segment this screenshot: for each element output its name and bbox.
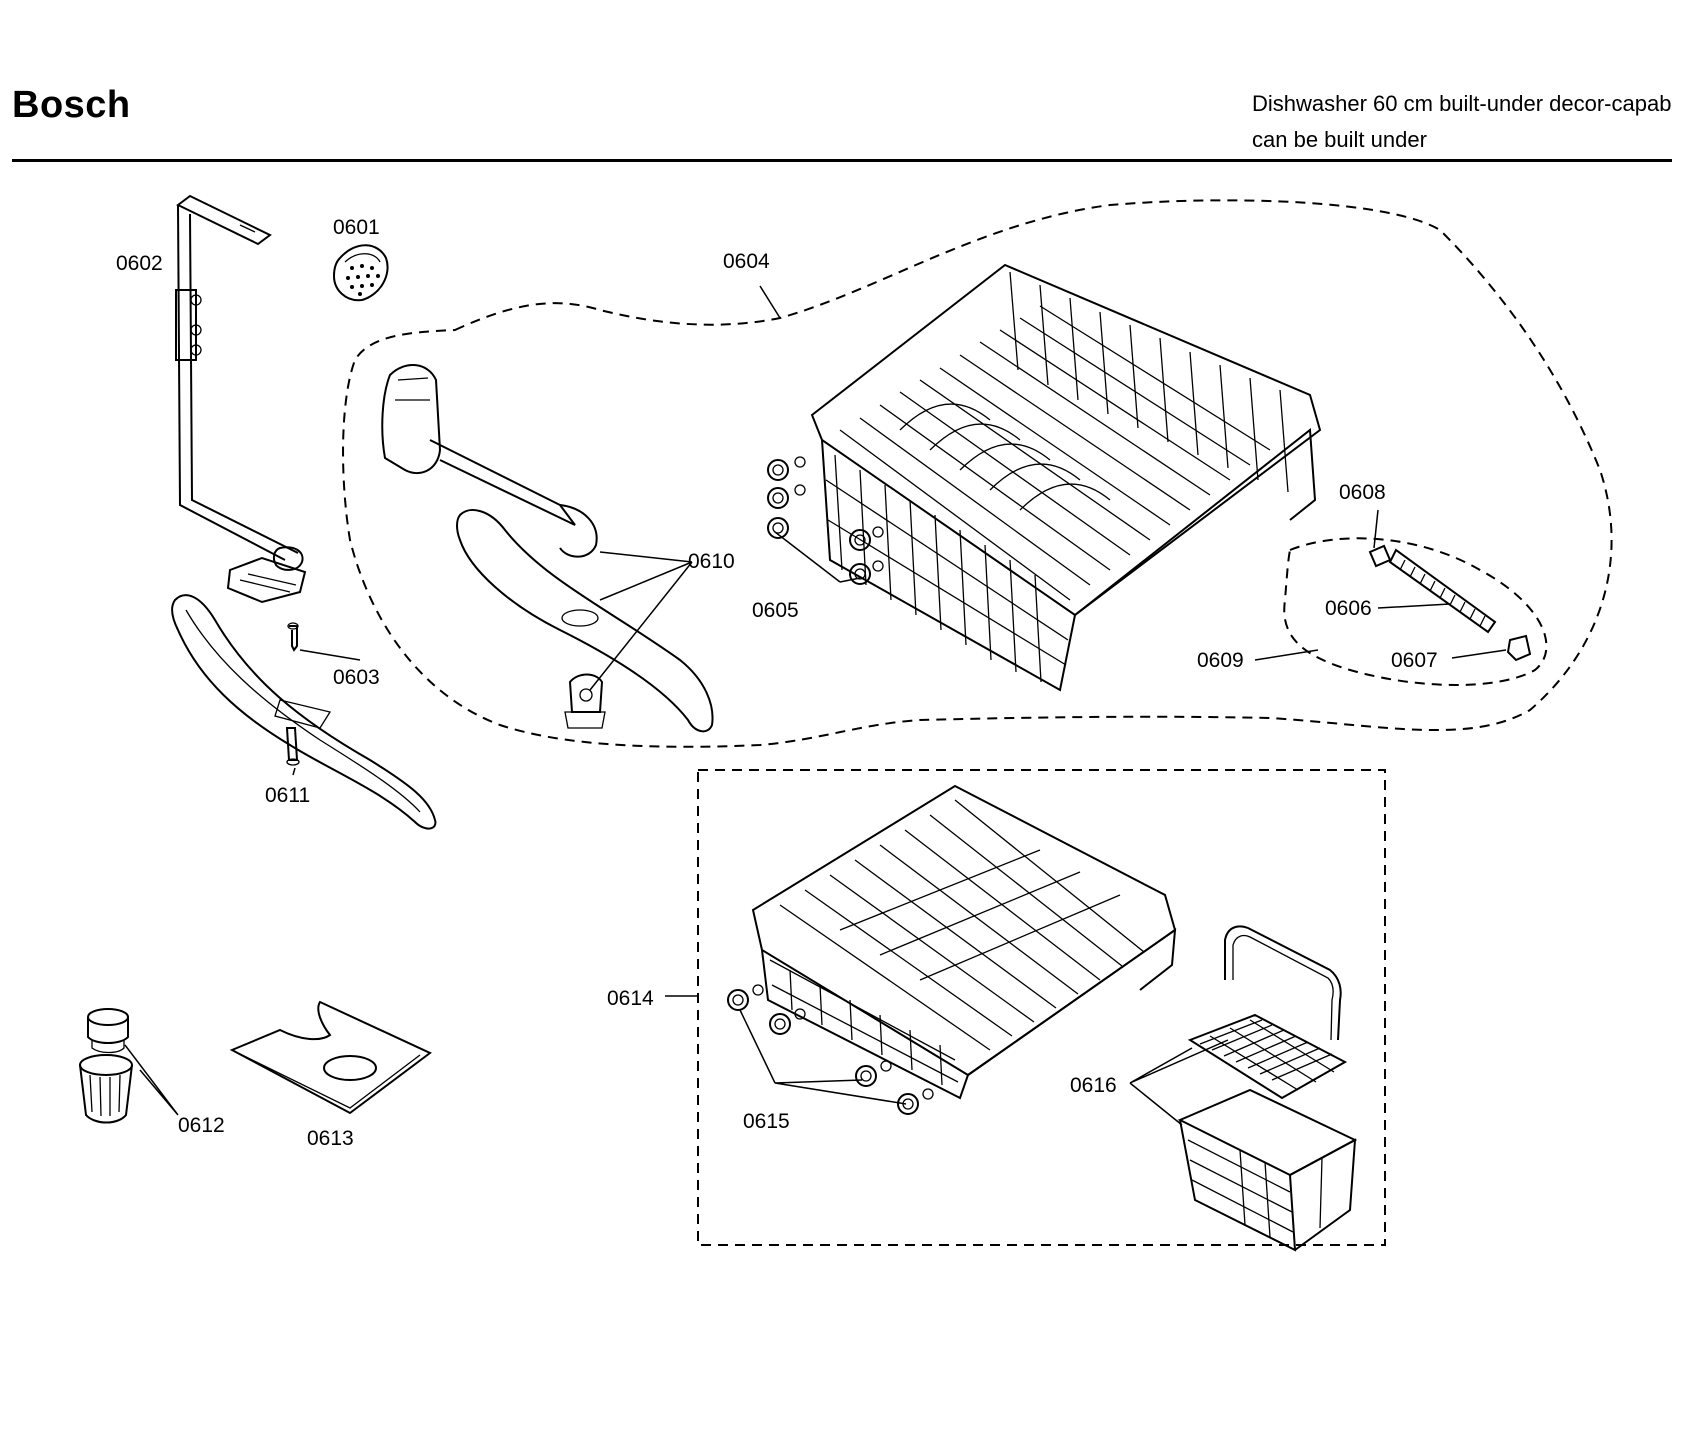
upper-spray-arm-part [381, 364, 714, 733]
upper-basket-rollers-part [767, 456, 884, 585]
part-label-0601: 0601 [333, 216, 380, 239]
lower-basket-part [751, 784, 1177, 1100]
part-label-0611: 0611 [265, 784, 310, 807]
header-divider [12, 159, 1672, 162]
cutlery-basket-part [1177, 925, 1358, 1252]
part-label-0606: 0606 [1325, 597, 1372, 620]
model-description-line-2: can be built under [1252, 127, 1427, 152]
leader-lines [124, 285, 1507, 1126]
part-label-0607: 0607 [1391, 649, 1438, 672]
nozzle-part [332, 244, 389, 302]
accessory-group-outline [1283, 537, 1548, 686]
part-label-0613: 0613 [307, 1127, 354, 1150]
model-description: Dishwasher 60 cm built-under decor-capab… [1252, 86, 1671, 158]
part-label-0609: 0609 [1197, 649, 1244, 672]
part-label-0610: 0610 [688, 550, 735, 573]
part-label-0614: 0614 [607, 987, 654, 1010]
sump-cover-part [229, 1000, 432, 1115]
supply-pipe-part [175, 194, 307, 604]
filter-part [79, 1008, 133, 1124]
brand-title: Bosch [12, 84, 131, 126]
part-label-0616: 0616 [1070, 1074, 1117, 1097]
model-description-line-1: Dishwasher 60 cm built-under decor-capab [1252, 91, 1672, 116]
rack-accessory-part [1368, 544, 1532, 662]
part-label-0612: 0612 [178, 1114, 225, 1137]
part-label-0603: 0603 [333, 666, 380, 689]
part-label-0615: 0615 [743, 1110, 790, 1133]
screw-part [287, 622, 299, 652]
lower-basket-group-outline [697, 769, 1386, 1246]
lower-spray-arm-part [171, 594, 437, 830]
part-label-0604: 0604 [723, 250, 770, 273]
part-label-0608: 0608 [1339, 481, 1386, 504]
part-label-0602: 0602 [116, 252, 163, 275]
upper-basket-group-outline [342, 199, 1613, 748]
part-label-0605: 0605 [752, 599, 799, 622]
upper-basket-part [810, 263, 1322, 692]
